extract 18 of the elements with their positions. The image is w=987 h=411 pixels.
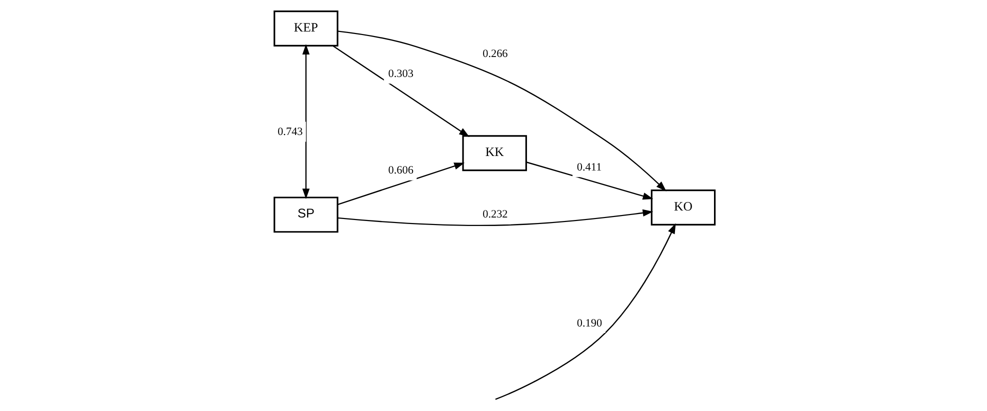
node-box: KO <box>650 190 716 226</box>
arrow <box>526 162 653 200</box>
node-box: KK <box>462 135 526 172</box>
edge-label: 0.606 <box>388 164 413 177</box>
edge-label: 0.232 <box>482 208 508 221</box>
arrow <box>336 162 464 206</box>
edge-label: 0.743 <box>277 126 302 138</box>
edge-label: 0.190 <box>576 317 602 330</box>
edge-label: 0.266 <box>482 48 508 60</box>
arrow <box>302 44 310 200</box>
edge-label: 0.411 <box>576 161 602 174</box>
node-box: SP <box>273 196 338 233</box>
arrow <box>337 30 666 192</box>
edge-label: 0.303 <box>388 68 413 80</box>
arrow <box>337 209 653 226</box>
arrow <box>494 223 676 400</box>
node-box: KEP <box>273 10 338 46</box>
arrow <box>332 45 470 137</box>
